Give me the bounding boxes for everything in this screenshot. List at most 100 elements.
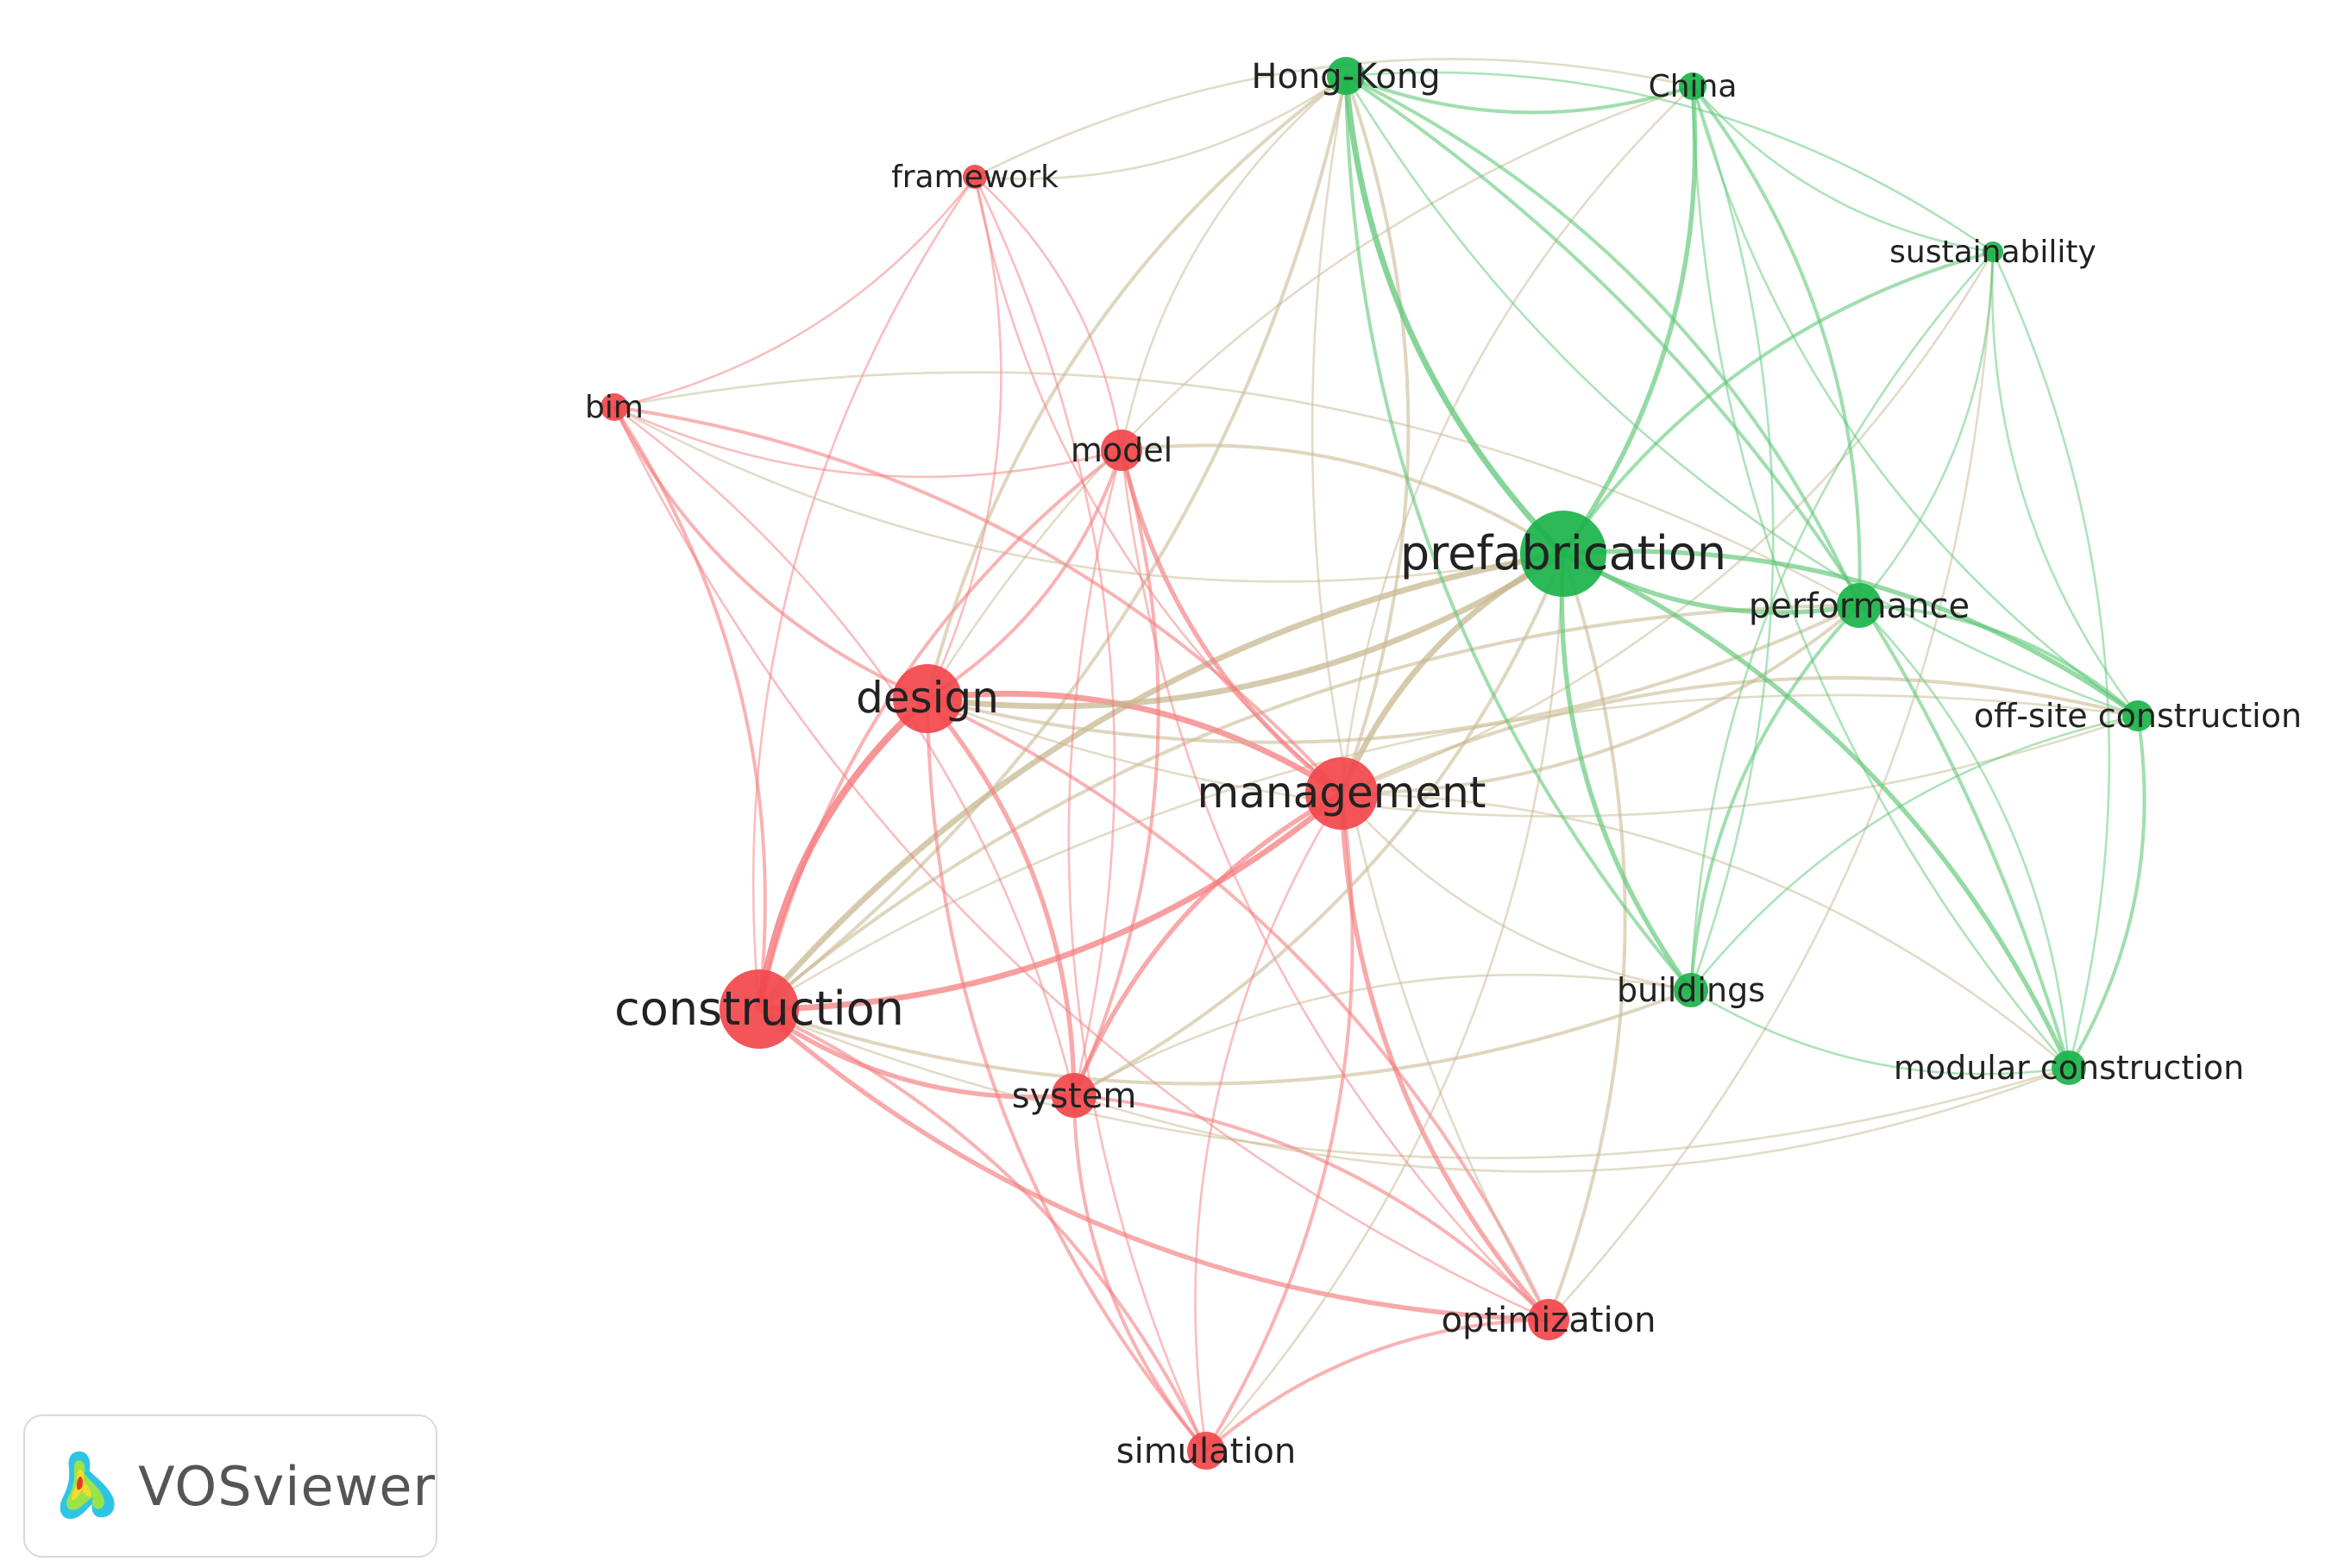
link-sustainability-modular <box>1991 250 2111 1069</box>
link-system-optimization <box>1072 1094 1550 1321</box>
link-hongkong-performance <box>1344 74 1861 607</box>
node-model[interactable] <box>1101 430 1142 471</box>
link-system-simulation <box>1072 1094 1208 1452</box>
link-china-performance <box>1691 85 1862 607</box>
node-buildings[interactable] <box>1674 973 1708 1007</box>
node-label-system: system <box>1012 1076 1137 1116</box>
link-system-prefabrication <box>1072 552 1565 1097</box>
node-offsite[interactable] <box>2122 700 2153 731</box>
node-label-performance: performance <box>1749 586 1970 626</box>
link-bim-prefabrication <box>613 405 1565 583</box>
link-framework-china <box>973 58 1694 179</box>
labels-layer: construction design management model bim fram… <box>585 57 2302 1471</box>
node-label-management: management <box>1197 768 1486 818</box>
node-design[interactable] <box>893 664 962 733</box>
link-simulation-prefabrication <box>1204 552 1565 1452</box>
link-design-hongkong <box>926 74 1348 700</box>
link-construction-bim <box>613 405 767 1011</box>
link-design-china <box>926 85 1694 700</box>
link-system-modular <box>1072 1066 2071 1173</box>
node-label-prefabrication: prefabrication <box>1400 526 1726 580</box>
link-prefabrication-hongkong <box>1342 72 1567 557</box>
link-optimization-hongkong <box>1310 74 1550 1321</box>
link-performance-offsite <box>1857 604 2140 718</box>
node-label-sustainability: sustainability <box>1889 235 2096 270</box>
link-china-sustainability <box>1691 85 1995 254</box>
node-label-modular: modular construction <box>1894 1049 2244 1087</box>
link-design-system <box>925 696 1077 1098</box>
node-management[interactable] <box>1305 757 1378 830</box>
link-framework-hongkong <box>973 74 1348 180</box>
link-management-hongkong <box>1340 74 1411 795</box>
link-management-bim <box>613 405 1343 795</box>
node-optimization[interactable] <box>1528 1299 1569 1340</box>
link-hongkong-sustainability <box>1344 71 1995 254</box>
link-construction-framework <box>751 175 977 1011</box>
link-construction-design <box>755 694 932 1013</box>
link-management-sustainability <box>1340 250 1995 795</box>
link-china-buildings <box>1689 85 1775 992</box>
link-model-bim <box>613 405 1123 479</box>
node-performance[interactable] <box>1837 583 1882 628</box>
link-construction-buildings <box>757 988 1693 1086</box>
node-label-construction: construction <box>614 982 904 1036</box>
link-simulation-optimization <box>1204 1318 1550 1452</box>
link-management-buildings <box>1340 792 1693 992</box>
node-framework[interactable] <box>963 165 987 189</box>
link-simulation-management <box>1194 792 1343 1452</box>
link-construction-prefabrication <box>756 550 1567 1013</box>
link-hongkong-china <box>1344 74 1694 115</box>
link-management-optimization <box>1339 791 1551 1322</box>
link-china-modular <box>1691 85 2071 1069</box>
node-label-china: China <box>1649 69 1738 104</box>
node-construction[interactable] <box>720 969 799 1049</box>
link-design-prefabrication <box>924 550 1567 710</box>
link-bim-performance <box>613 371 1861 607</box>
link-model-framework <box>973 175 1123 452</box>
link-sustainability-buildings <box>1689 250 1995 992</box>
link-management-modular <box>1340 792 2071 1069</box>
link-construction-management <box>756 790 1345 1013</box>
link-offsite-buildings <box>1689 714 2140 992</box>
node-label-buildings: buildings <box>1617 971 1765 1009</box>
link-performance-buildings <box>1689 604 1861 992</box>
node-label-model: model <box>1071 431 1172 469</box>
link-management-prefabrication <box>1338 550 1567 797</box>
link-construction-simulation <box>757 1007 1208 1452</box>
link-offsite-modular <box>2067 714 2146 1069</box>
node-china[interactable] <box>1679 72 1706 100</box>
link-prefabrication-buildings <box>1559 551 1694 993</box>
node-sustainability[interactable] <box>1983 241 2003 262</box>
link-model-optimization <box>1120 448 1550 1321</box>
link-framework-system <box>973 175 1116 1097</box>
vosviewer-badge: VOSviewer <box>23 1414 437 1558</box>
node-label-design: design <box>856 673 999 723</box>
link-construction-offsite <box>757 693 2140 1011</box>
vosviewer-brand-text: VOSviewer <box>138 1454 436 1518</box>
link-design-framework <box>926 175 1002 700</box>
link-design-model <box>926 448 1123 700</box>
link-construction-modular <box>757 1007 2071 1159</box>
link-performance-modular <box>1857 604 2071 1069</box>
link-design-management <box>924 690 1345 797</box>
node-modular[interactable] <box>2052 1051 2086 1085</box>
link-sustainability-offsite <box>1990 250 2140 718</box>
node-hongkong[interactable] <box>1327 57 1365 95</box>
link-design-bim <box>613 405 929 700</box>
link-hongkong-modular <box>1344 74 2071 1069</box>
node-prefabrication[interactable] <box>1520 511 1606 597</box>
link-construction-model <box>757 448 1123 1011</box>
node-label-bim: bim <box>585 390 644 425</box>
node-system[interactable] <box>1052 1073 1097 1118</box>
node-label-framework: framework <box>891 160 1059 195</box>
nodes-layer <box>600 57 2153 1470</box>
link-construction-hongkong <box>757 74 1348 1011</box>
node-bim[interactable] <box>600 393 628 421</box>
node-label-simulation: simulation <box>1116 1432 1297 1471</box>
link-model-simulation <box>1067 448 1208 1452</box>
node-simulation[interactable] <box>1187 1432 1225 1470</box>
link-prefabrication-sustainability <box>1562 250 1995 555</box>
link-design-simulation <box>926 697 1208 1452</box>
link-optimization-prefabrication <box>1547 552 1627 1321</box>
